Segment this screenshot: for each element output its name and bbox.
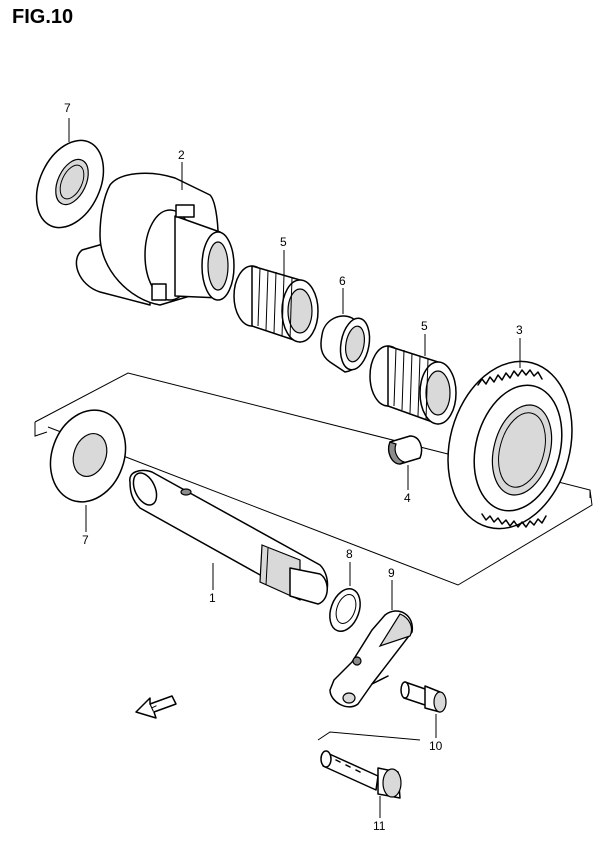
callout-11: 11 (373, 819, 386, 833)
part-3-gear[interactable] (430, 347, 590, 542)
callout-1: 1 (209, 591, 216, 605)
assembly-boundary-lower (317, 731, 421, 741)
callout-5-upper: 5 (280, 235, 287, 249)
callout-6: 6 (339, 274, 346, 288)
part-8-ring[interactable] (324, 585, 365, 636)
callout-5-lower: 5 (421, 319, 428, 333)
part-6-spacer[interactable] (320, 315, 373, 373)
callout-7-lower: 7 (82, 533, 89, 547)
part-11-bolt[interactable] (320, 750, 402, 799)
figure-title: FIG.10 (12, 6, 74, 28)
callout-8: 8 (346, 547, 353, 561)
callout-10: 10 (429, 739, 443, 753)
callout-4: 4 (404, 491, 411, 505)
callout-9: 9 (388, 566, 395, 580)
assembly-boundary (34, 372, 593, 586)
part-7-washer-lower[interactable] (38, 400, 138, 513)
part-5-needle-bearing-upper[interactable] (233, 265, 319, 343)
front-direction-arrow: F (135, 695, 177, 719)
part-4-key[interactable] (388, 435, 423, 465)
callout-7-top: 7 (64, 101, 71, 115)
callout-3: 3 (516, 323, 523, 337)
part-1-shaft[interactable] (129, 469, 329, 605)
callout-2: 2 (178, 148, 185, 162)
part-5-needle-bearing-lower[interactable] (369, 345, 457, 425)
part-2-housing[interactable] (75, 172, 235, 306)
part-7-seal-top[interactable] (23, 130, 116, 239)
part-10-bolt[interactable] (400, 681, 447, 713)
part-9-lever[interactable] (329, 610, 413, 708)
